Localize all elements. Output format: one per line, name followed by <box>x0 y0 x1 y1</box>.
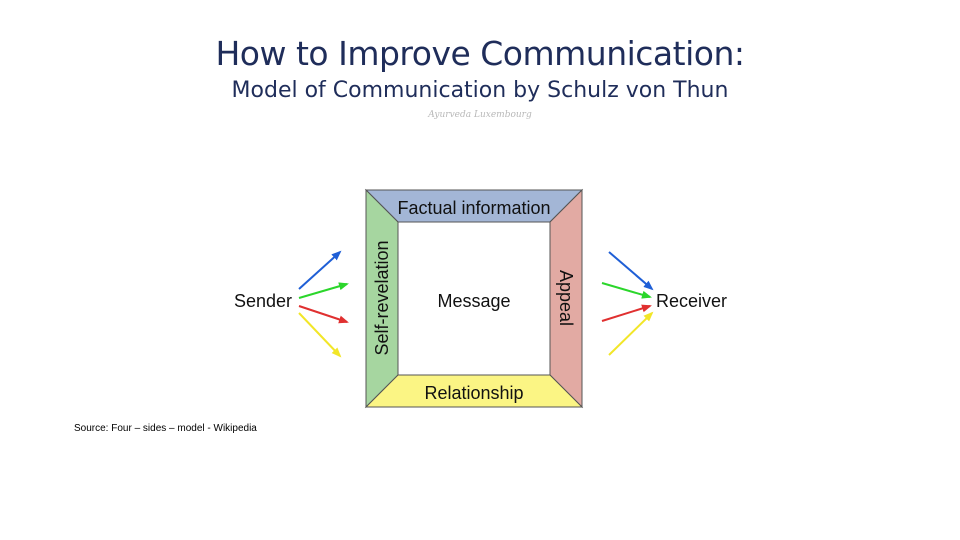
signature-watermark: Ayurveda Luxembourg <box>428 110 532 120</box>
page-subtitle: Model of Communication by Schulz von Thu… <box>231 78 729 103</box>
sender-label: Sender <box>234 291 292 311</box>
side-left-label: Self-revelation <box>372 240 392 355</box>
receiver-label: Receiver <box>656 291 727 311</box>
source-note: Source: Four – sides – model - Wikipedia <box>74 423 257 434</box>
side-top-label: Factual information <box>397 198 550 218</box>
sender-arrow-green <box>298 282 349 299</box>
side-right-label: Appeal <box>556 270 576 326</box>
sender-arrow-yellow <box>298 312 342 358</box>
sender-arrow-red <box>298 305 349 324</box>
receiver-arrow-blue <box>608 251 654 291</box>
receiver-arrow-green <box>601 282 652 299</box>
side-bottom-label: Relationship <box>424 383 523 403</box>
message-box <box>397 221 551 376</box>
message-label: Message <box>437 291 510 311</box>
receiver-arrow-red <box>601 304 652 322</box>
sender-arrow-blue <box>298 250 342 290</box>
page-title: How to Improve Communication: <box>215 34 745 73</box>
receiver-arrow-yellow <box>608 311 654 356</box>
